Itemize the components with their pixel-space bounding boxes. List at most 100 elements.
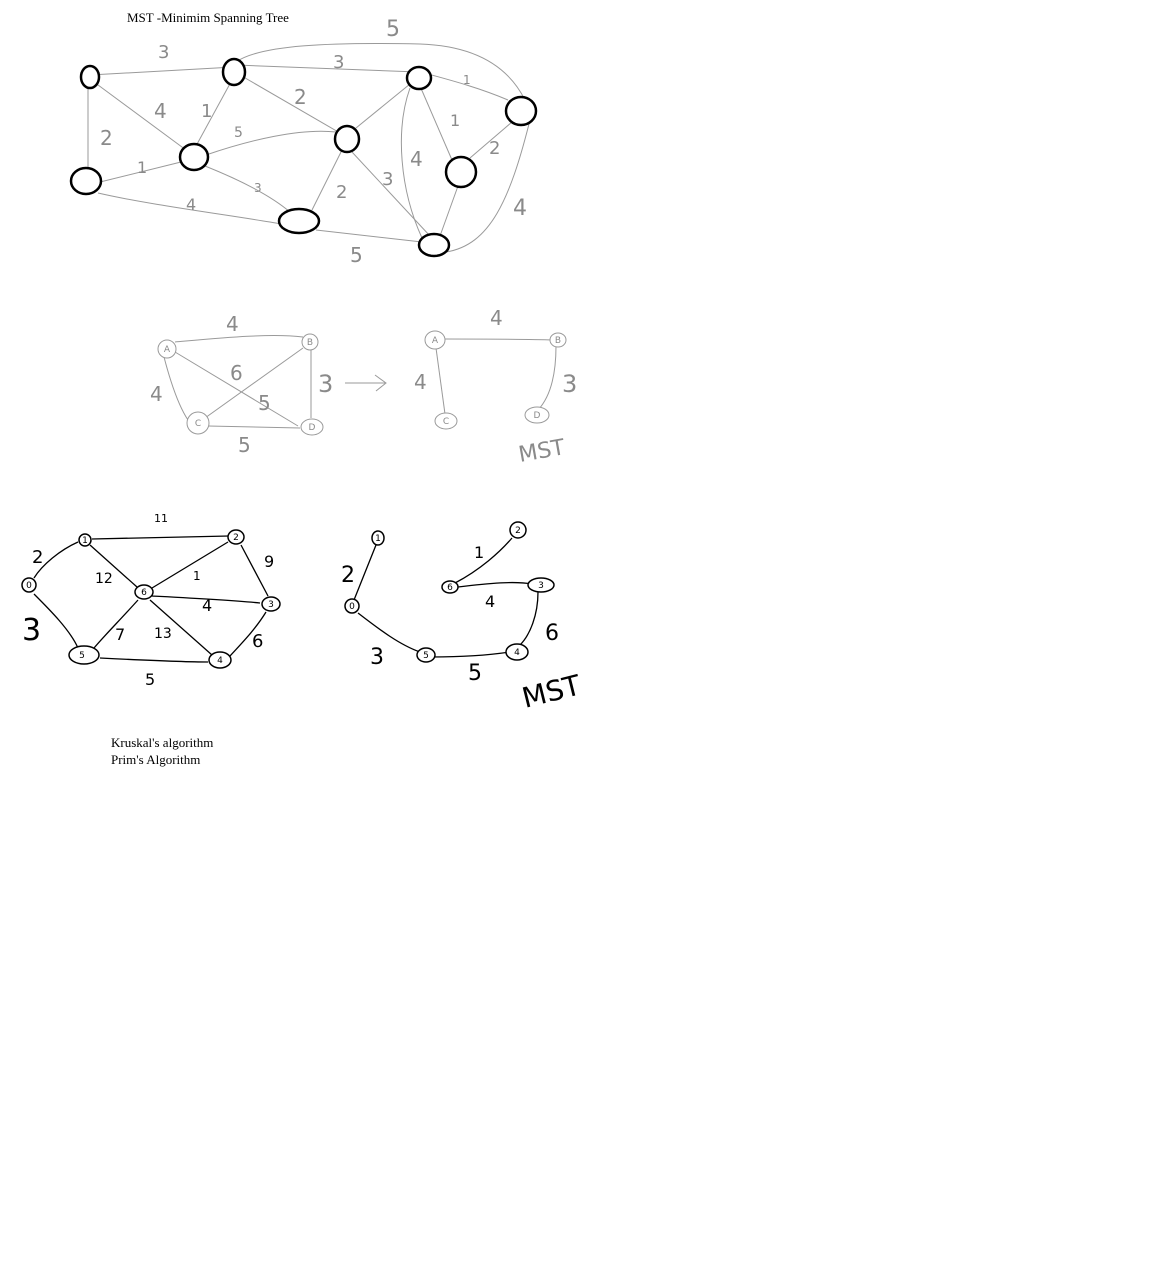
g3-mst-node-label: 6 <box>447 583 453 593</box>
prim-label: Prim's Algorithm <box>111 752 201 767</box>
g3-node-label: 3 <box>268 600 274 610</box>
g1-edge <box>239 74 341 134</box>
g3-edge <box>229 611 267 657</box>
g3-weight: 11 <box>154 512 168 525</box>
g3-mst-weight: 4 <box>485 592 495 611</box>
g3-mst-node-label: 5 <box>423 651 429 661</box>
g3-mst-node-label: 3 <box>538 581 544 591</box>
g3-node-2 <box>227 529 245 545</box>
g1-weight: 2 <box>100 126 113 150</box>
g3-edge <box>33 593 79 649</box>
g3-node-3 <box>261 596 281 612</box>
graph1 <box>87 42 531 253</box>
g3-mst-node-3 <box>527 577 555 593</box>
g1-node <box>69 166 103 196</box>
g2-node-d <box>300 418 324 436</box>
g1-weight: 5 <box>350 243 363 267</box>
g1-edge <box>195 79 233 147</box>
g3-mst-edge <box>454 537 513 584</box>
g2-mst-node-a <box>424 330 446 350</box>
g2-edge <box>174 335 304 343</box>
g3-mst-weight: 3 <box>370 645 384 670</box>
kruskal-label: Kruskal's algorithm <box>111 735 214 750</box>
g3-edge <box>93 599 139 649</box>
g1-node <box>504 95 538 127</box>
g2-mst-edge <box>435 347 446 415</box>
graph3 <box>33 535 269 663</box>
g1-edge <box>427 73 509 101</box>
g3-mst-node-label: 0 <box>349 602 355 612</box>
g3-weight: 6 <box>252 631 263 652</box>
g2-mst-weight: 4 <box>490 306 503 330</box>
g2-edge <box>163 356 189 421</box>
g3-weight: 12 <box>95 571 113 587</box>
g1-edge <box>95 161 182 184</box>
g3-weight: 13 <box>154 626 172 642</box>
g3-node-0 <box>21 577 37 593</box>
g3-edge <box>240 544 269 597</box>
graph2-nodes <box>157 333 324 436</box>
g1-weight: 1 <box>201 101 212 122</box>
g2-mst-node-label: B <box>555 336 561 346</box>
g3-node-label: 4 <box>217 656 223 666</box>
g3-edge <box>151 541 229 589</box>
g3-node-label: 0 <box>26 581 32 591</box>
g2-edge <box>207 425 301 429</box>
g1-edge <box>235 42 526 101</box>
g3-node-4 <box>208 651 232 669</box>
g1-weight: 2 <box>489 138 500 159</box>
g1-edge <box>469 121 513 159</box>
g3-edge <box>99 657 209 663</box>
g1-weight: 1 <box>463 73 471 87</box>
g2-mst-weight: 3 <box>562 370 577 398</box>
g1-node <box>277 207 321 235</box>
g1-node <box>417 232 451 258</box>
graph1-nodes <box>69 57 538 258</box>
g1-edge <box>419 85 453 161</box>
g1-weight: 2 <box>336 182 347 203</box>
g1-weight: 1 <box>137 158 147 177</box>
g3-mst-node-label: 1 <box>375 534 381 544</box>
g1-weight: 3 <box>158 42 169 63</box>
graph1-weights: 3 5 3 1 4 1 2 2 5 1 1 2 4 3 2 3 4 4 5 <box>100 17 527 267</box>
g3-mst-node-5 <box>416 647 436 663</box>
g2-node-b <box>301 333 319 351</box>
g1-node <box>405 65 433 91</box>
g1-node <box>221 57 247 87</box>
g3-edge <box>89 544 138 588</box>
g1-weight: 1 <box>450 111 460 130</box>
g3-node-1 <box>78 533 92 547</box>
g3-mst-edge <box>357 612 421 653</box>
g3-mst-node-1 <box>371 530 385 546</box>
g2-weight: 4 <box>226 312 239 336</box>
g2-weight: 3 <box>318 370 333 398</box>
g1-weight: 5 <box>386 17 400 42</box>
g3-node-6 <box>134 584 154 600</box>
g3-node-label: 6 <box>141 588 147 598</box>
g1-edge <box>235 64 419 73</box>
g2-mst-node-label: A <box>432 336 439 346</box>
g3-mst-node-2 <box>509 521 527 539</box>
g3-mst-weight: 5 <box>468 661 482 686</box>
g3-mst-edge <box>519 591 539 646</box>
g1-edge <box>400 87 423 239</box>
g3-mst-edge <box>353 544 377 601</box>
g2-node-a <box>157 339 177 359</box>
g3-mst-weight: 2 <box>341 563 355 588</box>
g1-weight: 4 <box>513 196 527 221</box>
g2-weight: 5 <box>258 391 271 415</box>
g1-edge <box>93 81 187 151</box>
g2-node-c <box>186 411 210 435</box>
g2-node-label: B <box>307 338 313 348</box>
g2-mst-edge <box>441 338 553 341</box>
g1-edge <box>445 119 531 253</box>
g1-weight: 4 <box>186 195 196 214</box>
g3-mst-node-label: 2 <box>515 526 521 536</box>
g2-weight: 4 <box>150 382 163 406</box>
g3-mst-node-label: 4 <box>514 648 520 658</box>
g3-node-label: 1 <box>82 536 88 546</box>
g2-mst-node-d <box>524 406 550 424</box>
g1-weight: 4 <box>410 147 423 171</box>
